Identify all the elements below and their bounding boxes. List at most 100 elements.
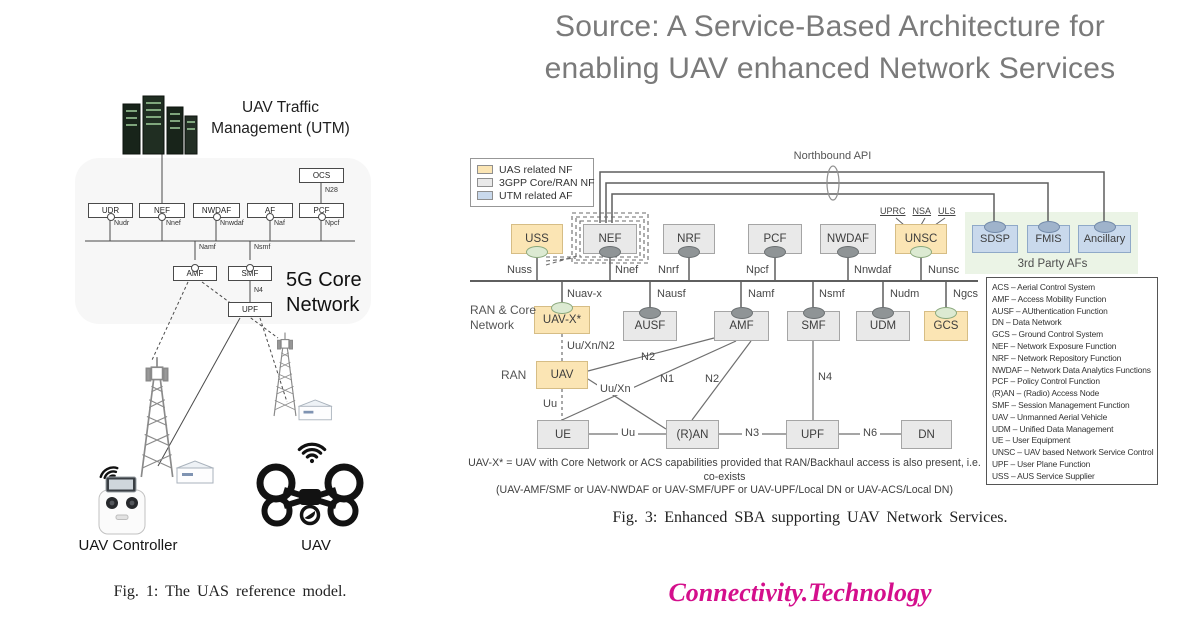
legend-label: 3GPP Core/RAN NF [499,176,595,189]
title-line2: enabling UAV enhanced Network Services [544,52,1116,85]
service-point [158,212,166,221]
nf-box-udr: UDR [88,203,133,221]
edge-uu-xn-n2: Uu/Xn/N2 [567,340,615,352]
nf-label: AUSF [634,320,666,332]
nf-box-ue: UE [537,420,589,449]
iface-n28: N28 [325,187,338,194]
abbreviation-item: SMF – Session Management Function [992,399,1130,410]
nf-label: UAV-X* [542,314,582,326]
nf-box-amf: AMF [173,263,217,281]
nf-label: GCS [933,320,959,332]
iface-namf: Namf [748,288,775,300]
iface-nausf: Nausf [657,288,686,300]
nf-box-nwdaf: NWDAF [820,224,876,258]
cell-tower-icon [140,356,174,478]
nf-box-amf: AMF [714,307,769,341]
service-port [1037,221,1060,233]
nf-label: (R)AN [676,428,709,441]
service-point [266,212,274,221]
nf-label: UE [555,428,571,441]
iface-nsmf: Nsmf [819,288,845,300]
abbreviation-item: NWDAF – Network Data Analytics Functions [992,364,1151,375]
af-label: Ancillary [1083,233,1126,245]
abbreviation-item: UPF – User Plane Function [992,458,1091,469]
legend-label: UTM related AF [499,189,573,202]
nf-box-unsc: UNSC [895,224,947,258]
branding-text: Connectivity.Technology [668,578,932,607]
nf-box-uavx: UAV-X* [534,302,590,334]
nf-box-upf: UPF [228,302,272,317]
footnote-line2: (UAV-AMF/SMF or UAV-NWDAF or UAV-SMF/UPF… [496,484,953,496]
legend-swatch [477,191,493,200]
nf-box-ausf: AUSF [623,307,677,341]
legend-label: UAS related NF [499,163,573,176]
iface-naf: Naf [274,220,285,227]
nf-box-af: AF [247,203,293,221]
nf-label: NWDAF [201,206,232,215]
iface-npcf: Npcf [325,220,340,227]
service-port [910,246,932,258]
abbreviation-item: DN – Data Network [992,317,1062,328]
iface-nnwdaf: Nnwdaf [854,264,892,276]
nf-label: SMF [801,320,826,332]
iface-npcf: Npcf [746,264,769,276]
core-line2: Network [286,294,360,316]
nf-label: DN [918,428,935,441]
nf-box-smf: SMF [228,263,272,281]
iface-nudr: Nudr [114,220,130,227]
abbreviation-item: UE – User Equipment [992,435,1071,446]
nf-box-dn: DN [901,420,952,449]
base-station-unit-icon [298,399,332,421]
nf-box-uav: UAV [536,361,588,389]
nf-box-ran: (R)AN [666,420,719,449]
service-port [551,302,573,314]
nf-label: AF [264,206,276,215]
uav-label: UAV [301,537,331,554]
nf-label: UPF [801,428,824,441]
iface-nuss: Nuss [507,264,533,276]
nf-label: OCS [312,171,331,180]
nf-box-pcf: PCF [299,203,344,221]
ran-label: RAN [501,368,527,382]
nf-box-ocs: OCS [299,168,344,183]
legend-swatch [477,165,493,174]
service-point [191,263,199,272]
abbreviation-item: UDM – Unified Data Management [992,423,1114,434]
nf-box-upf: UPF [786,420,839,449]
nf-box-nwdaf: NWDAF [193,203,240,221]
af-box-sdsp: SDSP [972,221,1018,253]
utm-line1: UAV Traffic [242,99,319,116]
iface-nudm: Nudm [890,288,920,300]
iface-nuavx: Nuav-x [567,288,602,300]
legend-swatch [477,178,493,187]
unsc-tag: NSA [912,206,932,216]
abbreviation-item: PCF – Policy Control Function [992,376,1100,387]
edge-uu-ue-ran: Uu [618,427,639,439]
af-box-ancillary: Ancillary [1078,221,1131,253]
service-point [106,212,115,221]
service-point [246,263,254,272]
nf-box-udm: UDM [856,307,910,341]
unsc-tag: UPRC [880,206,906,216]
abbreviation-item: NEF – Network Exposure Function [992,340,1117,351]
core-line1: 5G Core [286,269,362,291]
legend-row: UTM related AF [477,189,587,202]
abbreviation-item: NRF – Network Repository Function [992,352,1122,363]
nf-label: UDM [869,320,897,332]
iface-ngcs: Ngcs [953,288,979,300]
footnote-line1: UAV-X* = UAV with Core Network or ACS ca… [468,457,981,483]
service-port [935,307,957,319]
abbreviation-item: ACS – Aerial Control System [992,282,1096,292]
iface-nnef: Nnef [615,264,639,276]
core-network-label: 5G Core Network [286,268,376,318]
service-port [764,246,786,258]
fig1-caption: Fig. 1: The UAS reference model. [113,583,347,600]
northbound-api-ellipse [826,165,840,201]
nf-label: AMF [729,320,754,332]
nf-label: UAV [550,369,574,381]
nf-label: NRF [677,233,701,245]
nf-label: NEF [598,233,622,245]
